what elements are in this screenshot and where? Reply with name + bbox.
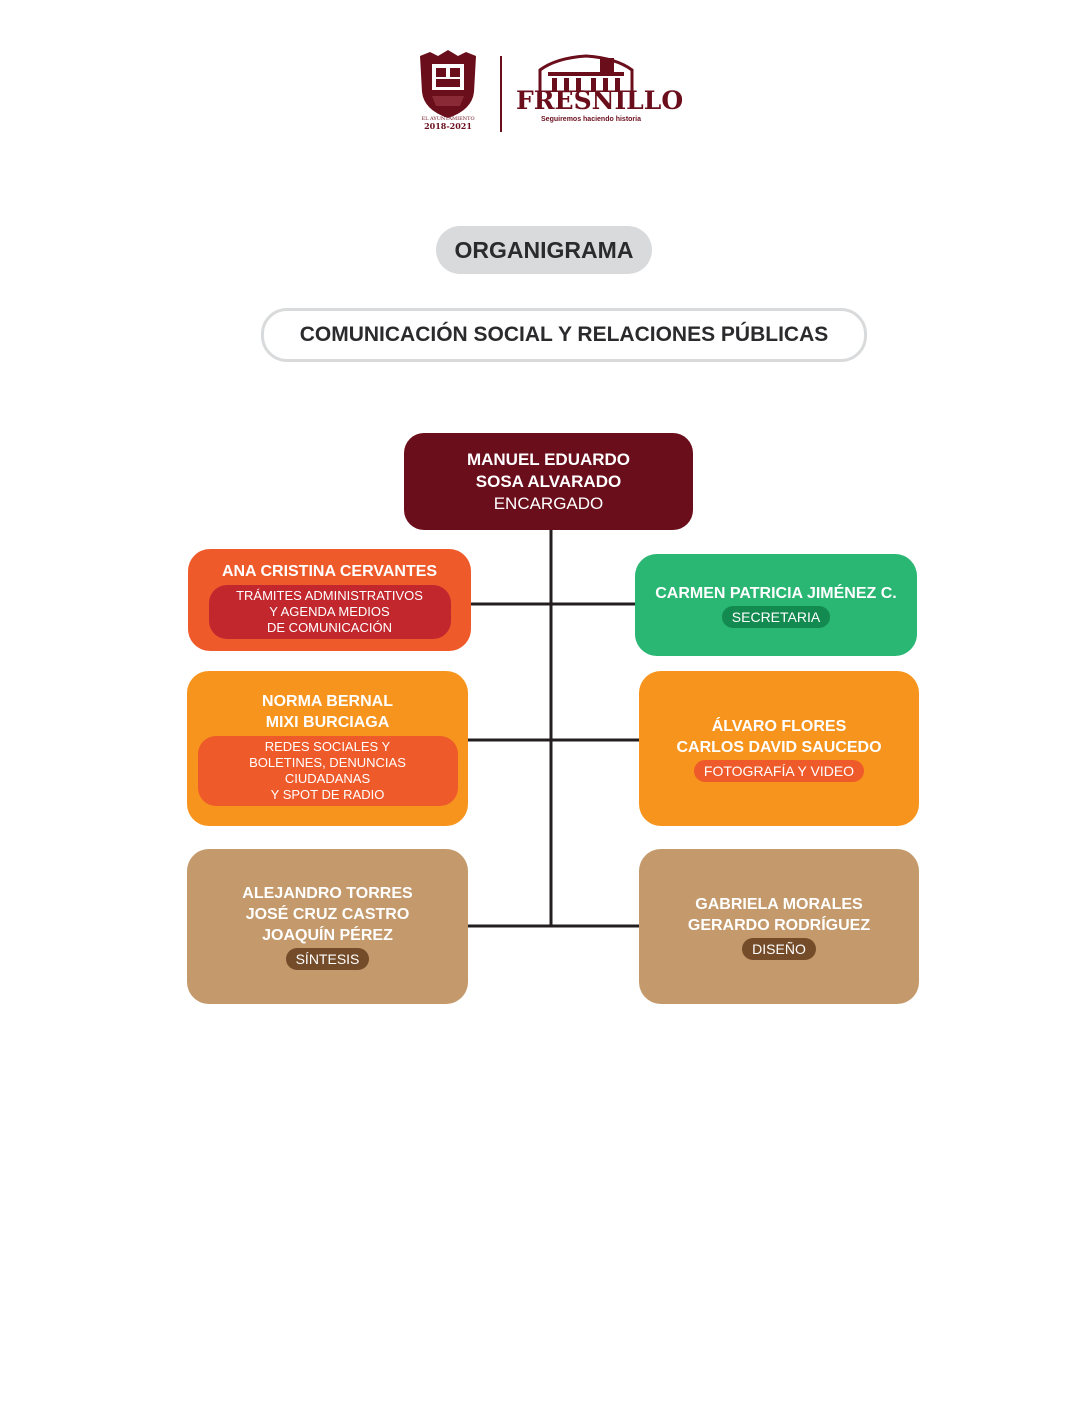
gabriela-role: DISEÑO — [742, 937, 816, 960]
norma-name-line1: NORMA BERNAL — [262, 693, 393, 710]
city-slogan: Seguiremos haciendo historia — [541, 116, 641, 123]
org-box-sintesis: ALEJANDRO TORRES JOSÉ CRUZ CASTRO JOAQUÍ… — [187, 849, 468, 1004]
alejandro-name-line3: JOAQUÍN PÉREZ — [262, 927, 393, 944]
alvaro-role: FOTOGRAFÍA Y VIDEO — [693, 759, 865, 782]
alejandro-role: SÍNTESIS — [285, 948, 370, 970]
norma-role-line3: Y SPOT DE RADIO — [270, 787, 385, 802]
page-title: ORGANIGRAMA — [436, 226, 652, 274]
carmen-name: CARMEN PATRICIA JIMÉNEZ C. — [655, 584, 897, 602]
org-box-secretaria: CARMEN PATRICIA JIMÉNEZ C. SECRETARIA — [635, 554, 917, 656]
carmen-role: SECRETARIA — [721, 605, 831, 628]
head-name-line2: SOSA ALVARADO — [475, 471, 622, 491]
ana-role-line2: Y AGENDA MEDIOS — [269, 604, 390, 619]
alejandro-name-line2: JOSÉ CRUZ CASTRO — [245, 906, 410, 923]
logo-divider — [500, 56, 502, 132]
gabriela-name-line1: GABRIELA MORALES — [695, 895, 863, 913]
org-box-redes-sociales: NORMA BERNAL MIXI BURCIAGA REDES SOCIALE… — [187, 671, 468, 826]
org-box-diseno: GABRIELA MORALES GERARDO RODRÍGUEZ DISEÑ… — [639, 849, 919, 1004]
alvaro-name-line1: ÁLVARO FLORES — [711, 717, 847, 735]
crest-years: 2018-2021 — [424, 121, 472, 131]
ana-name: ANA CRISTINA CERVANTES — [221, 563, 438, 580]
city-building-icon — [538, 54, 634, 92]
norma-role-line1: REDES SOCIALES Y — [264, 739, 391, 754]
ana-role-line3: DE COMUNICACIÓN — [267, 620, 392, 635]
norma-role-block: REDES SOCIALES Y BOLETINES, DENUNCIAS CI… — [197, 736, 458, 806]
norma-name-line2: MIXI BURCIAGA — [265, 714, 390, 731]
org-box-fotografia: ÁLVARO FLORES CARLOS DAVID SAUCEDO FOTOG… — [639, 671, 919, 826]
alejandro-name-line1: ALEJANDRO TORRES — [242, 885, 413, 902]
crest-caption: EL AYUNTAMIENTO 2018-2021 — [408, 116, 488, 130]
city-name: FRESNILLO — [516, 86, 684, 115]
municipal-crest-icon — [420, 50, 476, 118]
ana-role-block: TRÁMITES ADMINISTRATIVOS Y AGENDA MEDIOS… — [208, 585, 451, 639]
ana-role-line1: TRÁMITES ADMINISTRATIVOS — [236, 588, 423, 603]
head-name-line1: MANUEL EDUARDO — [466, 449, 631, 469]
gabriela-name-line2: GERARDO RODRÍGUEZ — [687, 916, 871, 934]
header-logos: EL AYUNTAMIENTO 2018-2021 FRESNILLO Segu… — [0, 0, 1088, 150]
crest-caption-text: EL AYUNTAMIENTO — [421, 116, 475, 122]
norma-role-line2: BOLETINES, DENUNCIAS CIUDADANAS — [249, 755, 406, 786]
department-title: COMUNICACIÓN SOCIAL Y RELACIONES PÚBLICA… — [261, 308, 867, 362]
org-box-encargado: MANUEL EDUARDO SOSA ALVARADO ENCARGADO — [404, 433, 693, 530]
alvaro-name-line2: CARLOS DAVID SAUCEDO — [676, 738, 882, 756]
org-box-tramites: ANA CRISTINA CERVANTES TRÁMITES ADMINIST… — [188, 549, 471, 651]
head-role: ENCARGADO — [493, 493, 604, 513]
